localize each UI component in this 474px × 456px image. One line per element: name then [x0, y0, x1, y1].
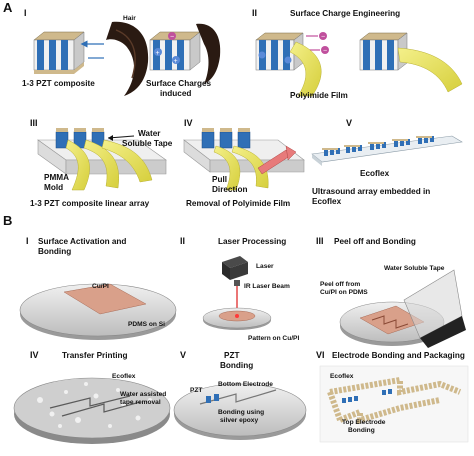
step-a-1-numeral: I — [24, 8, 27, 18]
step-b-5-title-2: Bonding — [220, 361, 253, 370]
polyimide-film-icon — [289, 41, 322, 97]
step-b-1-title-1: Surface Activation and — [38, 237, 126, 246]
pdms-label: PDMS on Si — [128, 321, 165, 328]
charged-cube-icon: + + − — [149, 31, 201, 71]
ecoflex-label-a: Ecoflex — [360, 169, 390, 178]
step-a-5-caption-1: Ultrasound array embedded in — [312, 187, 430, 196]
step-a-3-numeral: III — [30, 118, 38, 128]
svg-text:−: − — [321, 34, 325, 41]
step-a-5-caption-2: Ecoflex — [312, 197, 342, 206]
step-b-6: VI Electrode Bonding and Packaging Ecofl… — [316, 350, 469, 443]
step-a-4-numeral: IV — [184, 118, 193, 128]
charges-label-2: induced — [160, 89, 191, 98]
svg-text:+: + — [174, 58, 178, 65]
step-b-2: II Laser Processing Laser IR Laser Beam … — [180, 236, 299, 342]
step-b-4: IV Transfer Printing Ecoflex Water assis… — [13, 350, 171, 444]
water-tape-label-1: Water — [138, 129, 161, 138]
step-b-5-numeral: V — [180, 350, 186, 360]
pull-label-2: Direction — [212, 185, 248, 194]
pzt-cube-icon-2 — [255, 32, 304, 71]
step-a-2: II Surface Charge Engineering − − Polyim… — [252, 8, 463, 100]
step-b-3: III Peel off and Bonding Water Soluble T… — [316, 236, 466, 348]
epoxy-label-2: silver epoxy — [220, 417, 258, 424]
tape-edge — [420, 316, 466, 348]
step-b-4-numeral: IV — [30, 350, 39, 360]
step-b-6-numeral: VI — [316, 350, 325, 360]
svg-text:−: − — [170, 34, 174, 41]
laser-head-icon — [222, 256, 248, 286]
cupi-label-b1: Cu/PI — [92, 283, 109, 290]
peel-label-2: Cu/PI on PDMS — [320, 289, 368, 296]
cupi-sheet-icon — [63, 283, 147, 315]
step-b-6-title: Electrode Bonding and Packaging — [332, 351, 465, 360]
step-a-4-caption: Removal of Polyimide Film — [186, 199, 290, 208]
water-label-2: tape removal — [120, 399, 161, 406]
water-droplets — [37, 382, 152, 428]
pull-label-1: Pull — [212, 175, 227, 184]
top-electrode-label-1: Top Electrode — [342, 419, 386, 426]
ir-beam-label: IR Laser Beam — [244, 283, 290, 290]
step-b-2-numeral: II — [180, 236, 185, 246]
step-b-1: I Surface Activation and Bonding Cu/PI P… — [19, 236, 177, 340]
peel-label-1: Peel off from — [320, 281, 360, 288]
step-b-2-title: Laser Processing — [218, 237, 286, 246]
step-a-3-caption: 1-3 PZT composite linear array — [30, 199, 150, 208]
step-b-4-title: Transfer Printing — [62, 351, 128, 360]
polyimide-film-label: Polyimide Film — [290, 91, 348, 100]
pzt-label-b5: PZT — [190, 387, 202, 394]
step-b-5: V PZT Bonding Bottom Electrode PZT Bondi… — [173, 350, 307, 440]
film-wrapped-cube-icon — [359, 32, 463, 93]
pzt-composite-label: 1-3 PZT composite — [22, 79, 95, 88]
panel-b-label: B — [3, 213, 12, 228]
panel-a: A I Hair 1-3 PZT composite — [3, 0, 463, 208]
step-b-3-numeral: III — [316, 236, 324, 246]
top-electrode-label-2: Bonding — [348, 427, 375, 434]
step-b-1-title-2: Bonding — [38, 247, 71, 256]
ecoflex-label-b4: Ecoflex — [112, 373, 136, 380]
hair-label: Hair — [123, 15, 136, 22]
water-label-1: Water assisted — [120, 391, 166, 398]
charges-label-1: Surface Charges — [146, 79, 212, 88]
panel-a-label: A — [3, 0, 13, 15]
laser-label: Laser — [256, 263, 274, 270]
step-a-2-numeral: II — [252, 8, 257, 18]
pmma-label-1: PMMA — [44, 173, 69, 182]
step-a-5-numeral: V — [346, 118, 352, 128]
svg-text:−: − — [323, 48, 327, 55]
pmma-label-2: Mold — [44, 183, 63, 192]
step-b-3-title: Peel off and Bonding — [334, 237, 416, 246]
svg-text:+: + — [156, 50, 160, 57]
step-a-1: I Hair 1-3 PZT composite — [22, 8, 221, 98]
step-a-2-title: Surface Charge Engineering — [290, 9, 400, 18]
step-a-4: IV Pull Direction Removal of Polyimide F… — [183, 118, 305, 208]
hair-icon-2 — [196, 23, 221, 84]
step-b-1-numeral: I — [26, 236, 29, 246]
ecoflex-label-b6: Ecoflex — [330, 373, 354, 380]
epoxy-label-1: Bonding using — [218, 409, 264, 416]
pzt-cube-icon — [33, 31, 85, 74]
water-tape-label-b3: Water Soluble Tape — [384, 265, 445, 272]
bottom-electrode-label: Bottom Electrode — [218, 381, 273, 388]
water-tape-label-2: Soluble Tape — [122, 139, 173, 148]
step-a-3: III Water Soluble Tape PMMA Mold 1-3 PZT… — [30, 118, 173, 208]
panel-b: B I Surface Activation and Bonding Cu/PI… — [3, 213, 469, 444]
pattern-label: Pattern on Cu/PI — [248, 335, 299, 342]
hair-icon — [106, 21, 149, 96]
step-a-5: V Ecoflex Ultrasound array embedded in E… — [311, 118, 463, 206]
step-b-5-title-1: PZT — [224, 351, 239, 360]
